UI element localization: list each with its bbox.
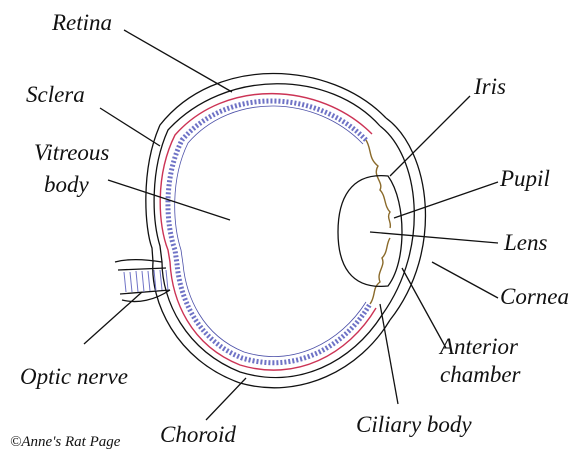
retina-inner-edge [175, 106, 366, 357]
cornea-outer [386, 118, 425, 320]
retina-layer [168, 101, 370, 363]
label-lens: Lens [503, 230, 548, 255]
label-iris: Iris [473, 74, 506, 99]
leader-ciliary [380, 304, 398, 404]
leader-cornea [432, 262, 498, 298]
leader-iris [390, 96, 470, 176]
label-cornea: Cornea [500, 284, 569, 309]
label-anterior-2: chamber [440, 362, 522, 387]
label-ciliary-body: Ciliary body [356, 412, 472, 437]
iris-lower [370, 238, 390, 304]
leader-lines [84, 30, 498, 420]
label-vitreous-2: body [44, 172, 90, 197]
leader-choroid [206, 378, 246, 420]
label-retina: Retina [51, 10, 112, 35]
leader-lens [370, 232, 498, 243]
lens-shape [338, 176, 402, 287]
label-pupil: Pupil [499, 166, 550, 191]
iris-upper [366, 140, 390, 228]
sclera-outer [146, 73, 390, 387]
sclera-inner [154, 84, 382, 378]
label-anterior-1: Anterior [438, 334, 519, 359]
label-choroid: Choroid [160, 422, 236, 447]
leader-pupil [394, 182, 498, 218]
label-sclera: Sclera [26, 82, 85, 107]
credit-text: ©Anne's Rat Page [10, 434, 121, 450]
label-optic-nerve: Optic nerve [20, 364, 128, 389]
leader-retina [124, 30, 232, 92]
leader-optic [84, 292, 142, 344]
label-vitreous-1: Vitreous [34, 140, 109, 165]
